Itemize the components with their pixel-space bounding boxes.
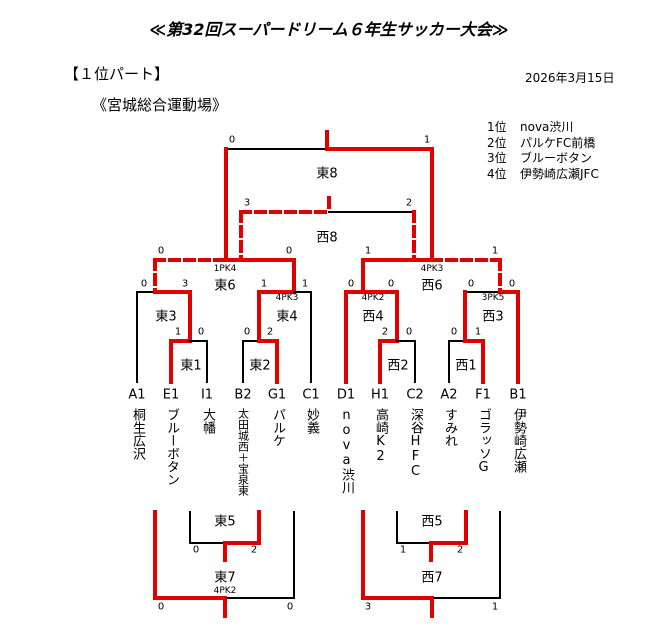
rank-team: 伊勢崎広瀬JFC	[520, 167, 599, 181]
team-code: B2	[234, 387, 252, 403]
match-label: 西5	[421, 514, 443, 530]
score-left: 1	[260, 278, 268, 290]
team-code: B1	[509, 387, 527, 403]
penalty-result: 4PK2	[361, 293, 385, 303]
score-right: 2	[456, 544, 464, 556]
match-label: 西4	[362, 309, 384, 325]
team-name: パルケ	[270, 408, 285, 447]
rank-position: 2位	[487, 136, 507, 150]
ranking-row: 1位 nova渋川	[487, 118, 573, 135]
rank-position: 4位	[487, 167, 507, 181]
team-name: ゴラッソG	[476, 408, 491, 475]
match-label: 西2	[387, 358, 409, 374]
team-code: I1	[200, 387, 214, 403]
venue-name: 《宮城総合運動場》	[92, 96, 228, 114]
score-right: 1	[423, 134, 431, 146]
score-left: 1	[174, 326, 182, 338]
match-label: 東7	[214, 570, 236, 586]
team-code: C2	[406, 387, 424, 403]
team-code: E1	[162, 387, 180, 403]
score-right: 0	[286, 601, 294, 613]
score-right: 2	[250, 544, 258, 556]
team-name: 高崎K2	[373, 408, 388, 464]
ranking-row: 4位伊勢崎広瀬JFC	[487, 165, 599, 182]
penalty-result: 4PK3	[275, 293, 299, 303]
match-label: 東8	[316, 166, 338, 182]
match-label: 西3	[482, 309, 504, 325]
score-left: 0	[157, 601, 165, 613]
score-right: 1	[301, 278, 309, 290]
score-left: 0	[140, 278, 148, 290]
team-name: 大幡	[200, 408, 215, 434]
score-left: 0	[450, 326, 458, 338]
score-left: 0	[192, 544, 200, 556]
score-left: 3	[364, 601, 372, 613]
team-name: 太田城西＋宝泉東	[236, 408, 250, 496]
team-name: nova渋川	[339, 408, 354, 494]
match-label: 東6	[214, 278, 236, 294]
score-right: 2	[405, 197, 413, 209]
score-left: 1	[364, 245, 372, 257]
team-code: A2	[440, 387, 458, 403]
score-right: 1	[491, 601, 499, 613]
penalty-result: 4PK3	[420, 264, 444, 274]
score-left: 0	[243, 326, 251, 338]
rank-position: 3位	[487, 151, 507, 165]
score-left: 1	[399, 544, 407, 556]
match-label: 西7	[421, 570, 443, 586]
rank-position: 1位	[487, 120, 507, 134]
match-label: 東1	[180, 358, 202, 374]
match-label: 東2	[249, 358, 271, 374]
score-right: 0	[197, 326, 205, 338]
team-code: H1	[370, 387, 390, 403]
match-label: 東4	[276, 309, 298, 325]
team-code: D1	[336, 387, 356, 403]
ranking-row: 2位パルケFC前橋	[487, 134, 595, 151]
team-code: C1	[302, 387, 320, 403]
team-name: 妙義	[304, 408, 319, 434]
score-right: 1	[474, 326, 482, 338]
rank-team: nova渋川	[520, 120, 574, 134]
rank-team: パルケFC前橋	[520, 136, 596, 150]
event-date: 2026年3月15日	[525, 71, 615, 85]
score-right: 0	[508, 278, 516, 290]
team-name: 伊勢崎広瀬	[511, 408, 526, 473]
match-label: 東5	[214, 514, 236, 530]
team-code: A1	[128, 387, 146, 403]
score-right: 3	[181, 278, 189, 290]
match-label: 西6	[421, 278, 443, 294]
team-name: ブルーボタン	[164, 408, 179, 486]
team-name: すみれ	[442, 408, 457, 447]
team-code: F1	[475, 387, 491, 403]
team-name: 桐生広沢	[130, 408, 145, 460]
score-left: 2	[381, 326, 389, 338]
tournament-title: ≪第32回スーパードリーム６年生サッカー大会≫	[149, 20, 509, 39]
team-code: G1	[267, 387, 287, 403]
part-heading: 【１位パート】	[64, 65, 170, 83]
match-label: 東3	[155, 309, 177, 325]
score-right: 0	[387, 278, 395, 290]
match-label: 西1	[455, 358, 477, 374]
score-left: 3	[243, 197, 251, 209]
ranking-row: 3位ブルーボタン	[487, 149, 592, 166]
team-name: 深谷HFC	[408, 408, 423, 479]
score-left: 0	[157, 245, 165, 257]
score-right: 2	[266, 326, 274, 338]
score-left: 0	[467, 278, 475, 290]
score-left: 0	[347, 278, 355, 290]
score-right: 0	[405, 326, 413, 338]
match-label: 西8	[316, 230, 338, 246]
score-right: 1	[491, 245, 499, 257]
rank-team: ブルーボタン	[520, 151, 593, 165]
penalty-result: 1PK4	[213, 264, 237, 274]
score-right: 0	[285, 245, 293, 257]
penalty-result: 4PK2	[213, 586, 237, 596]
penalty-result: 3PK5	[481, 293, 505, 303]
score-left: 0	[228, 134, 236, 146]
